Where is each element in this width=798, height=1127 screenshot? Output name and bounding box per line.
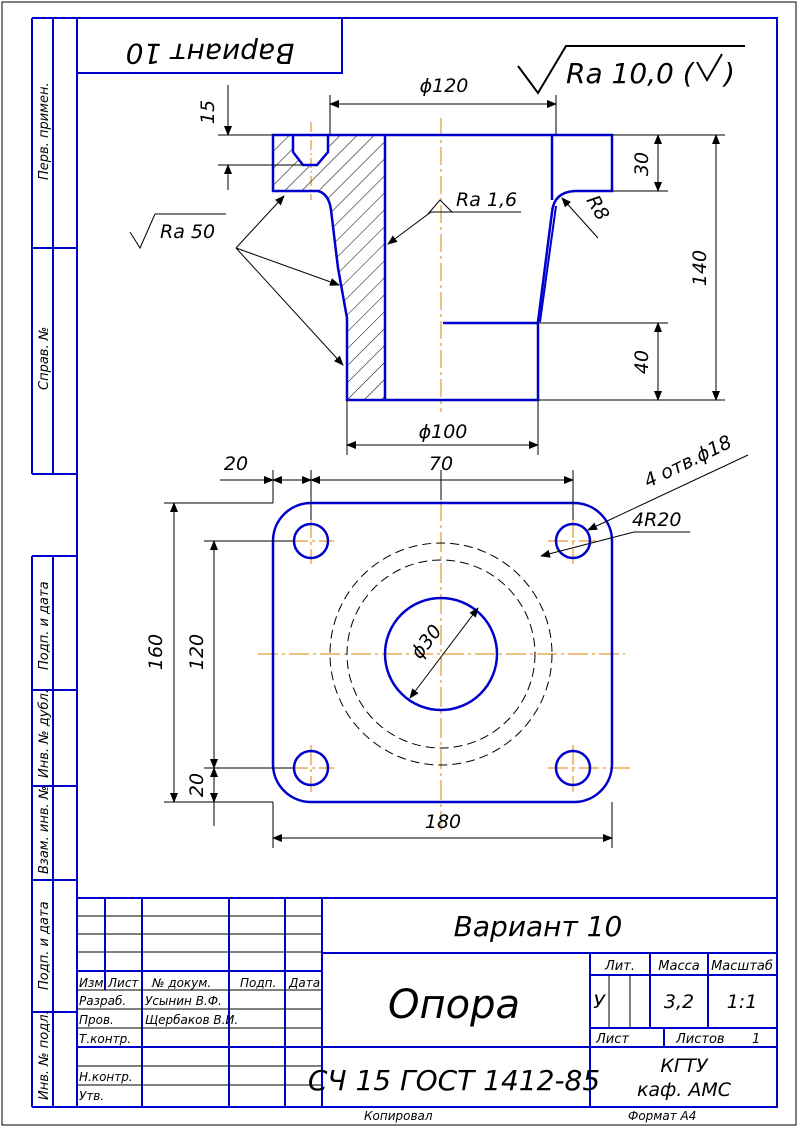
front-view-dim-labels: ϕ120 15 30 140 40 ϕ100 R8 Ra 1,6 Ra 50	[160, 75, 711, 443]
tb-row-razrab: Разраб.	[79, 994, 126, 1008]
top-view	[258, 470, 630, 830]
tb-hdr-doc: № докум.	[151, 976, 211, 990]
title-block	[77, 897, 777, 1107]
front-view-dims	[129, 85, 725, 455]
dim-d100: ϕ100	[419, 421, 468, 443]
dim-h140: 140	[689, 250, 711, 286]
roughness-general-text: Ra 10,0 (	[566, 57, 695, 90]
tb-part-name: Опора	[388, 982, 520, 1028]
tb-mass-value: 3,2	[664, 991, 694, 1013]
tb-row-prov: Пров.	[79, 1013, 114, 1027]
roughness-ra50: Ra 50	[160, 221, 215, 243]
variant-box-top: Вариант 10	[76, 17, 343, 74]
tb-sheets-value: 1	[752, 1032, 760, 1047]
side-inv-dubl: Инв. № дубл.	[37, 689, 52, 778]
tb-sheets-label: Листов	[675, 1032, 725, 1047]
tb-copied: Копировал	[364, 1109, 433, 1123]
roughness-ra16: Ra 1,6	[456, 189, 517, 211]
tb-prov-name: Щербаков В.И.	[145, 1013, 238, 1027]
tb-razrab-name: Усынин В.Ф.	[145, 994, 222, 1008]
title-block-thin	[77, 915, 631, 1086]
top-view-dim-labels: 20 70 4 отв.ϕ18 4R20 160 120 20 ϕ30 180	[145, 431, 735, 833]
dim-h30: 30	[631, 152, 653, 176]
tb-scale-value: 1:1	[727, 991, 758, 1013]
front-view	[271, 118, 614, 412]
dim-w70: 70	[429, 453, 453, 475]
side-sprav-no: Справ. №	[37, 327, 52, 390]
roughness-general: Ra 10,0 ( )	[517, 45, 745, 95]
tb-hdr-izm: Изм.	[79, 976, 107, 990]
dim-w180: 180	[425, 811, 461, 833]
side-inv-podl: Инв. № подл.	[37, 1010, 52, 1100]
tb-mass-label: Масса	[658, 959, 699, 974]
tb-format: Формат А4	[628, 1109, 696, 1123]
dim-d120: ϕ120	[420, 75, 469, 97]
tb-org-line1: КГТУ	[660, 1055, 709, 1077]
side-stamp-labels: Перв. примен. Справ. № Подп. и дата Инв.…	[37, 82, 52, 1100]
tb-row-nkontr: Н.контр.	[79, 1070, 133, 1084]
dim-h120: 120	[186, 634, 208, 670]
tb-hdr-data: Дата	[288, 976, 320, 990]
tb-variant: Вариант 10	[454, 910, 623, 943]
tb-scale-label: Масштаб	[711, 959, 773, 974]
dim-h15: 15	[197, 100, 219, 124]
tb-lit-value: У	[593, 991, 606, 1013]
dim-w20: 20	[224, 453, 248, 475]
tb-lit-label: Лит.	[604, 959, 635, 974]
tb-hdr-list: Лист	[107, 976, 139, 990]
tb-material: СЧ 15 ГОСТ 1412-85	[308, 1064, 600, 1097]
dim-r8: R8	[582, 192, 614, 225]
side-podp-data-2: Подп. и дата	[37, 901, 52, 990]
side-podp-data-1: Подп. и дата	[37, 581, 52, 670]
side-perv-primen: Перв. примен.	[37, 82, 52, 180]
dim-h20: 20	[186, 773, 208, 797]
side-stamp	[31, 17, 77, 1108]
tb-hdr-podp: Подп.	[240, 976, 276, 990]
dim-h40: 40	[631, 350, 653, 374]
variant-top-text: Вариант 10	[126, 37, 295, 70]
side-vzam-inv: Взам. инв. №	[37, 786, 52, 874]
dim-h160: 160	[145, 634, 167, 670]
tb-row-utv: Утв.	[79, 1089, 104, 1103]
title-block-text: Вариант 10 Опора СЧ 15 ГОСТ 1412-85 Изм.…	[79, 910, 773, 1123]
tb-org-line2: каф. АМС	[637, 1079, 732, 1101]
tb-sheet-label: Лист	[595, 1032, 629, 1047]
dim-corners: 4R20	[632, 509, 681, 531]
top-view-dims	[164, 454, 749, 848]
svg-text:): )	[722, 57, 735, 90]
tb-row-tkontr: Т.контр.	[79, 1032, 131, 1046]
